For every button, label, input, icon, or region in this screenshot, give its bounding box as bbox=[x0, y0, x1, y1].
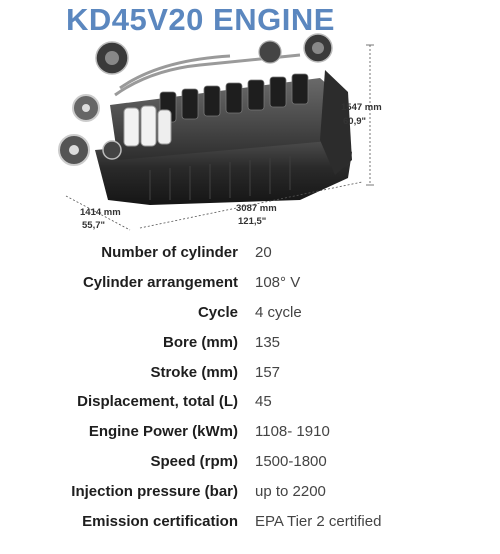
spec-value: 45 bbox=[255, 393, 272, 411]
spec-label: Bore (mm) bbox=[162, 333, 238, 351]
spec-row: Cylinder arrangement 108° V bbox=[0, 268, 500, 298]
spec-row: Engine Power (kWm) 1108- 1910 bbox=[0, 417, 500, 447]
exhaust-manifold bbox=[159, 73, 309, 123]
page-title: KD45V20 ENGINE bbox=[66, 2, 335, 37]
spec-row: Emission certification EPA Tier 2 certifi… bbox=[0, 506, 500, 536]
spec-label: Speed (rpm) bbox=[150, 452, 238, 470]
spec-label: Engine Power (kWm) bbox=[88, 423, 238, 441]
spec-value: EPA Tier 2 certified bbox=[255, 512, 382, 530]
height-mm: 1547 mm bbox=[341, 102, 382, 113]
flywheel-housing bbox=[320, 70, 352, 175]
spec-row: Displacement, total (L) 45 bbox=[0, 387, 500, 417]
spec-value: 4 cycle bbox=[255, 303, 302, 321]
width-dimension-line bbox=[65, 195, 131, 231]
length-in: 121,5" bbox=[238, 216, 266, 227]
spec-label: Number of cylinder bbox=[101, 244, 238, 262]
spec-label: Displacement, total (L) bbox=[77, 393, 238, 411]
engine-illustration: 1547 mm 60,9" 3087 mm 121,5" 1414 mm 55,… bbox=[58, 33, 382, 231]
spec-row: Bore (mm) 135 bbox=[0, 327, 500, 357]
spec-label: Emission certification bbox=[82, 512, 238, 530]
width-mm: 1414 mm bbox=[80, 207, 121, 218]
height-in: 60,9" bbox=[343, 116, 366, 127]
spec-label: Injection pressure (bar) bbox=[71, 482, 238, 500]
spec-value: 1500-1800 bbox=[255, 452, 327, 470]
spec-label: Stroke (mm) bbox=[150, 363, 238, 381]
spec-value: 1108- 1910 bbox=[255, 423, 330, 441]
spec-row: Speed (rpm) 1500-1800 bbox=[0, 447, 500, 477]
spec-value: 20 bbox=[255, 244, 272, 262]
spec-row: Stroke (mm) 157 bbox=[0, 357, 500, 387]
length-dimension-line bbox=[139, 181, 363, 229]
height-dimension-line bbox=[366, 44, 374, 186]
pulley bbox=[58, 94, 122, 166]
spec-row: Injection pressure (bar) up to 2200 bbox=[0, 476, 500, 506]
turbocharger bbox=[95, 33, 333, 75]
fuel-filters bbox=[123, 105, 172, 147]
spec-row: Cycle 4 cycle bbox=[0, 298, 500, 328]
oil-pan bbox=[149, 156, 291, 200]
spec-value: 108° V bbox=[255, 274, 301, 292]
pipes bbox=[114, 53, 301, 97]
width-in: 55,7" bbox=[82, 220, 105, 231]
spec-label: Cycle bbox=[197, 303, 238, 321]
spec-value: up to 2200 bbox=[255, 482, 326, 500]
length-mm: 3087 mm bbox=[236, 203, 277, 214]
spec-value: 135 bbox=[255, 333, 281, 351]
spec-label: Cylinder arrangement bbox=[82, 274, 238, 292]
spec-row: Number of cylinder 20 bbox=[0, 238, 500, 268]
spec-value: 157 bbox=[255, 363, 281, 381]
